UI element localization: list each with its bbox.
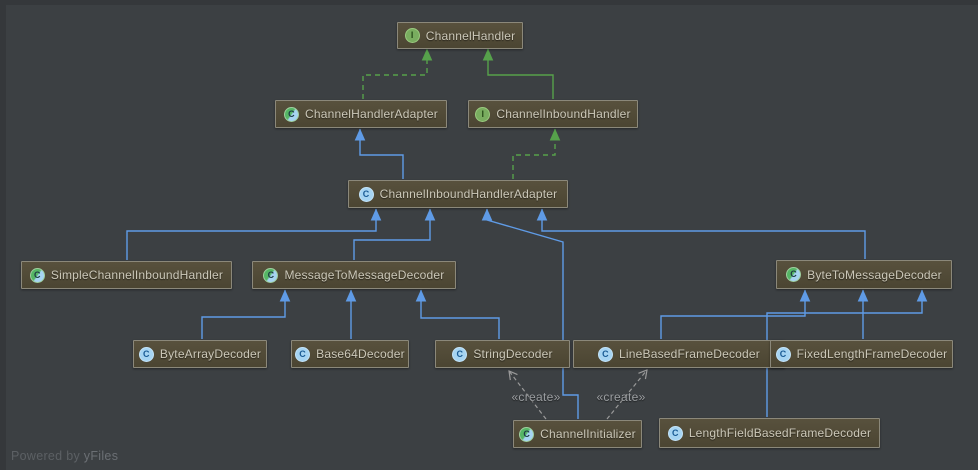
class-icon: C: [667, 425, 683, 441]
node-label: SimpleChannelInboundHandler: [50, 268, 224, 282]
watermark-prefix: Powered by: [11, 449, 84, 463]
node-label: ByteToMessageDecoder: [807, 267, 942, 282]
extends-edge-channel-inbound-handler-adapter-to-channel-handler-adapter: [354, 128, 404, 179]
implements-edge-channel-inbound-handler-adapter-to-channel-inbound-handler: [512, 128, 561, 179]
class-node-fixed-length-frame-decoder[interactable]: C FixedLengthFrameDecoder: [770, 340, 953, 368]
canvas-top-edge: [0, 0, 978, 5]
abstract-class-icon: C: [519, 426, 535, 442]
create-edge-channel-initializer-to-string-decoder: [509, 371, 547, 420]
class-node-channel-initializer[interactable]: C ChannelInitializer: [513, 420, 642, 448]
extends-edge-message-to-message-decoder-to-channel-inbound-handler-adapter: [353, 208, 436, 260]
class-icon: C: [775, 346, 791, 362]
node-label: LengthFieldBasedFrameDecoder: [688, 426, 872, 440]
class-icon: C: [138, 346, 154, 362]
watermark-brand: yFiles: [83, 449, 119, 463]
class-node-channel-inbound-handler[interactable]: I ChannelInboundHandler: [468, 100, 638, 128]
class-node-message-to-message-decoder[interactable]: C MessageToMessageDecoder: [252, 261, 456, 289]
node-label: ChannelInitializer: [540, 427, 636, 441]
node-label: FixedLengthFrameDecoder: [796, 347, 948, 361]
class-icon: C: [452, 346, 468, 362]
node-label: Base64Decoder: [316, 347, 405, 361]
node-label: ChannelHandler: [425, 28, 516, 43]
create-edge-label: «create»: [596, 390, 646, 404]
class-node-channel-handler-adapter[interactable]: C ChannelHandlerAdapter: [275, 100, 447, 128]
node-label: ByteArrayDecoder: [159, 347, 262, 361]
class-node-base64-decoder[interactable]: C Base64Decoder: [291, 340, 409, 368]
node-label: LineBasedFrameDecoder: [619, 347, 760, 361]
class-icon: C: [598, 346, 614, 362]
class-node-simple-channel-inbound-handler[interactable]: C SimpleChannelInboundHandler: [21, 261, 232, 289]
node-label: MessageToMessageDecoder: [284, 268, 445, 282]
extends-edge-byte-to-message-decoder-to-channel-inbound-handler-adapter: [536, 208, 866, 259]
class-node-line-based-frame-decoder[interactable]: C LineBasedFrameDecoder: [573, 340, 785, 368]
node-label: ChannelHandlerAdapter: [305, 107, 438, 121]
extends-edge-string-decoder-to-message-to-message-decoder: [415, 289, 500, 339]
extends-edge-byte-array-decoder-to-message-to-message-decoder: [201, 289, 291, 339]
extends-edge-channel-initializer-to-channel-inbound-handler-adapter: [481, 208, 579, 419]
extends-edge-line-based-frame-decoder-to-byte-to-message-decoder: [660, 289, 811, 339]
class-node-channel-handler[interactable]: I ChannelHandler: [397, 22, 523, 49]
abstract-class-icon: C: [284, 106, 300, 122]
abstract-class-icon: C: [29, 267, 45, 283]
class-node-byte-array-decoder[interactable]: C ByteArrayDecoder: [133, 340, 267, 368]
class-node-string-decoder[interactable]: C StringDecoder: [435, 340, 570, 368]
abstract-class-icon: C: [263, 267, 279, 283]
implements-edge-channel-handler-adapter-to-channel-handler: [362, 48, 433, 99]
interface-icon: I: [475, 106, 491, 122]
class-node-channel-inbound-handler-adapter[interactable]: C ChannelInboundHandlerAdapter: [348, 180, 568, 208]
class-node-length-field-based-frame-decoder[interactable]: C LengthFieldBasedFrameDecoder: [659, 418, 880, 448]
class-icon: C: [358, 186, 374, 202]
node-label: ChannelInboundHandler: [496, 107, 631, 121]
abstract-class-icon: C: [786, 267, 802, 282]
class-node-byte-to-message-decoder[interactable]: C ByteToMessageDecoder: [776, 260, 952, 289]
canvas-left-edge: [0, 0, 6, 470]
extends-edge-channel-inbound-handler-to-channel-handler: [482, 48, 554, 99]
class-icon: C: [295, 346, 311, 362]
create-edge-label: «create»: [511, 390, 561, 404]
yfiles-watermark: Powered by yFiles: [11, 449, 118, 463]
extends-edge-simple-channel-inbound-handler-to-channel-inbound-handler-adapter: [126, 208, 382, 260]
node-label: ChannelInboundHandlerAdapter: [379, 187, 558, 201]
node-label: StringDecoder: [473, 347, 553, 361]
create-edge-channel-initializer-to-line-based-frame-decoder: [606, 370, 647, 420]
interface-icon: I: [404, 28, 420, 43]
